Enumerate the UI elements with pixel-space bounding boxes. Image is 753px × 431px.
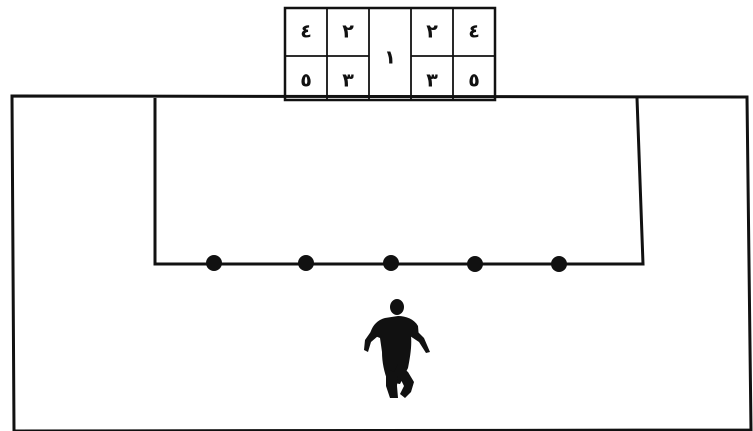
goal-zone-label: ٤ [300, 21, 312, 43]
marker-dot [383, 255, 399, 271]
goal-zone-label: ٥ [468, 70, 480, 92]
inner-box-boundary [155, 98, 643, 264]
marker-dot [298, 255, 314, 271]
goal-zone-label: ١ [384, 47, 396, 69]
goal-zone-label: ٢ [342, 21, 354, 43]
marker-dot [467, 256, 483, 272]
marker-dot [551, 256, 567, 272]
goal-zone-label: ٢ [426, 21, 438, 43]
running-player-silhouette-icon [364, 299, 430, 398]
goal-zone-label: ٤ [468, 21, 480, 43]
goal-grid: ٤ ٢ ٢ ٤ ١ ٥ ٣ ٣ ٥ [285, 8, 495, 100]
goal-zone-label: ٣ [426, 70, 438, 92]
marker-dot [206, 255, 222, 271]
goal-zone-label: ٥ [300, 70, 312, 92]
goal-zone-label: ٣ [342, 70, 354, 92]
